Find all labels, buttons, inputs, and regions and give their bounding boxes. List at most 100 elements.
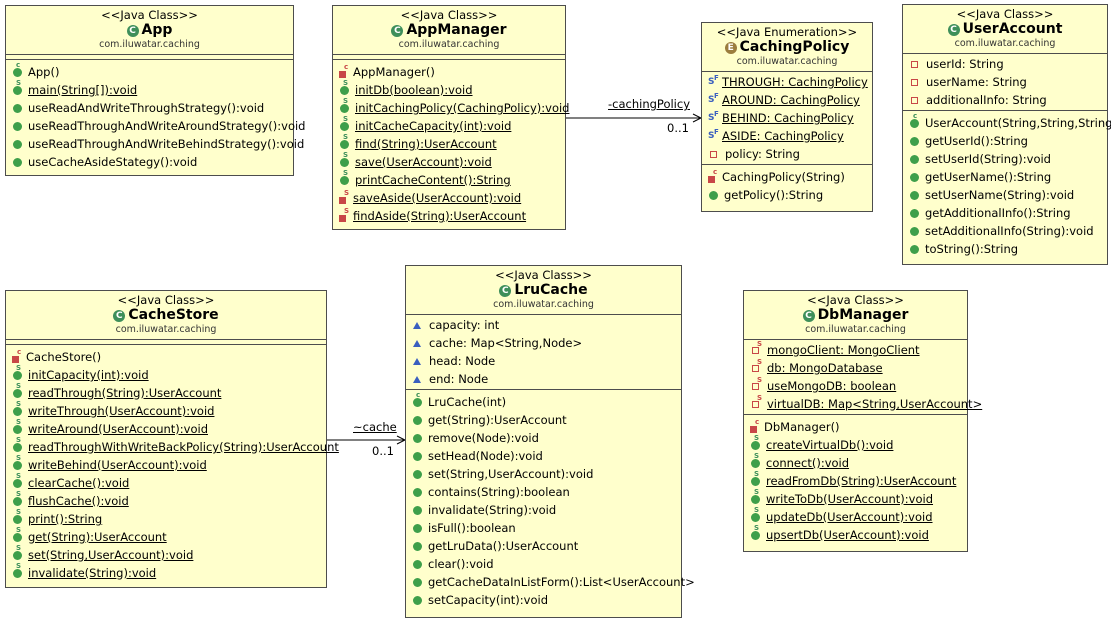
private-static-icon: S (339, 207, 349, 222)
public-icon (910, 226, 919, 236)
method: CacheStore() (26, 350, 102, 364)
public-icon (413, 505, 422, 515)
field: userId: String (926, 57, 1004, 71)
method: useReadAndWriteThroughStrategy():void (28, 101, 265, 115)
method: LruCache(int) (428, 395, 507, 409)
method: set(String,UserAccount):void (428, 467, 594, 481)
public-static-icon: S (340, 169, 349, 185)
method: save(UserAccount):void (355, 155, 492, 169)
public-icon (413, 595, 422, 605)
public-static-icon: S (13, 508, 22, 524)
field: userName: String (926, 75, 1027, 89)
method: saveAside(UserAccount):void (353, 191, 522, 205)
public-static-icon: S (751, 452, 760, 468)
caching-policy-multiplicity-label: 0..1 (667, 121, 689, 135)
class-icon: C (113, 309, 126, 322)
public-icon (413, 415, 422, 425)
class-icon: C (947, 23, 960, 36)
private-constructor-icon: c (12, 348, 21, 363)
method: contains(String):boolean (428, 485, 570, 499)
class-icon: C (499, 284, 512, 297)
public-static-icon: S (13, 400, 22, 416)
method: App() (28, 65, 60, 79)
method: UserAccount(String,String,String) (925, 116, 1111, 130)
package-name: com.iluwatar.caching (99, 39, 200, 50)
public-static-icon: S (13, 490, 22, 506)
field: additionalInfo: String (926, 93, 1047, 107)
class-icon: C (126, 24, 139, 37)
class-name: DbManager (817, 307, 909, 323)
method: useReadThroughAndWriteAroundStrategy():v… (28, 119, 306, 133)
field: cache: Map<String,Node> (429, 336, 583, 350)
method: useReadThroughAndWriteBehindStrategy():v… (28, 137, 305, 151)
field: mongoClient: MongoClient (767, 343, 920, 357)
method: writeToDb(UserAccount):void (766, 492, 934, 506)
method: setCapacity(int):void (428, 593, 549, 607)
public-static-icon: S (13, 562, 22, 578)
cache-role-label: ~cache (353, 420, 397, 434)
public-icon (13, 139, 22, 149)
public-icon (413, 577, 422, 587)
method: getUserId():String (925, 134, 1028, 148)
private-static-icon: S (339, 189, 349, 204)
public-static-icon: S (751, 524, 760, 540)
public-static-icon: S (13, 79, 22, 95)
public-static-icon: S (13, 436, 22, 452)
cache-multiplicity-label: 0..1 (372, 444, 394, 458)
private-field-icon (710, 150, 717, 158)
method: initCacheCapacity(int):void (355, 119, 512, 133)
method: upsertDb(UserAccount):void (766, 528, 929, 542)
field: capacity: int (429, 318, 500, 332)
field: ASIDE: CachingPolicy (722, 129, 844, 143)
class-name: AppManager (406, 22, 507, 38)
field: THROUGH: CachingPolicy (722, 75, 868, 89)
package-field-icon (413, 375, 421, 383)
package-name: com.iluwatar.caching (736, 56, 838, 67)
public-icon (910, 136, 919, 146)
public-icon (910, 208, 919, 218)
method: remove(Node):void (428, 431, 539, 445)
method: invalidate(String):void (428, 503, 557, 517)
method: initDb(boolean):void (355, 83, 473, 97)
private-field-icon (911, 60, 918, 68)
method: print():String (28, 512, 103, 526)
method: getCacheDataInListForm():List<UserAccoun… (428, 575, 695, 589)
method: writeThrough(UserAccount):void (28, 404, 215, 418)
public-icon (413, 451, 422, 461)
public-icon (910, 244, 919, 254)
method: invalidate(String):void (28, 566, 157, 580)
private-constructor-icon: c (750, 418, 759, 433)
method: initCachingPolicy(CachingPolicy):void (355, 101, 570, 115)
public-static-icon: S (340, 115, 349, 131)
method: readThrough(String):UserAccount (28, 386, 222, 400)
method: getAdditionalInfo():String (925, 206, 1071, 220)
public-icon (13, 157, 22, 167)
method: updateDb(UserAccount):void (766, 510, 933, 524)
package-field-icon (413, 357, 421, 365)
public-icon (13, 121, 22, 131)
public-icon: c (13, 61, 22, 77)
method: setHead(Node):void (428, 449, 543, 463)
method: set(String,UserAccount):void (28, 548, 194, 562)
package-name: com.iluwatar.caching (954, 38, 1056, 49)
public-icon (910, 154, 919, 164)
private-static-field-icon: S (752, 376, 762, 390)
public-static-icon: S (13, 382, 22, 398)
method: printCacheContent():String (355, 173, 511, 187)
method: createVirtualDb():void (766, 438, 894, 452)
method: readThroughWithWriteBackPolicy(String):U… (28, 440, 339, 454)
public-icon (413, 559, 422, 569)
method: findAside(String):UserAccount (353, 209, 527, 223)
method: getUserName():String (925, 170, 1052, 184)
field: end: Node (429, 372, 489, 386)
